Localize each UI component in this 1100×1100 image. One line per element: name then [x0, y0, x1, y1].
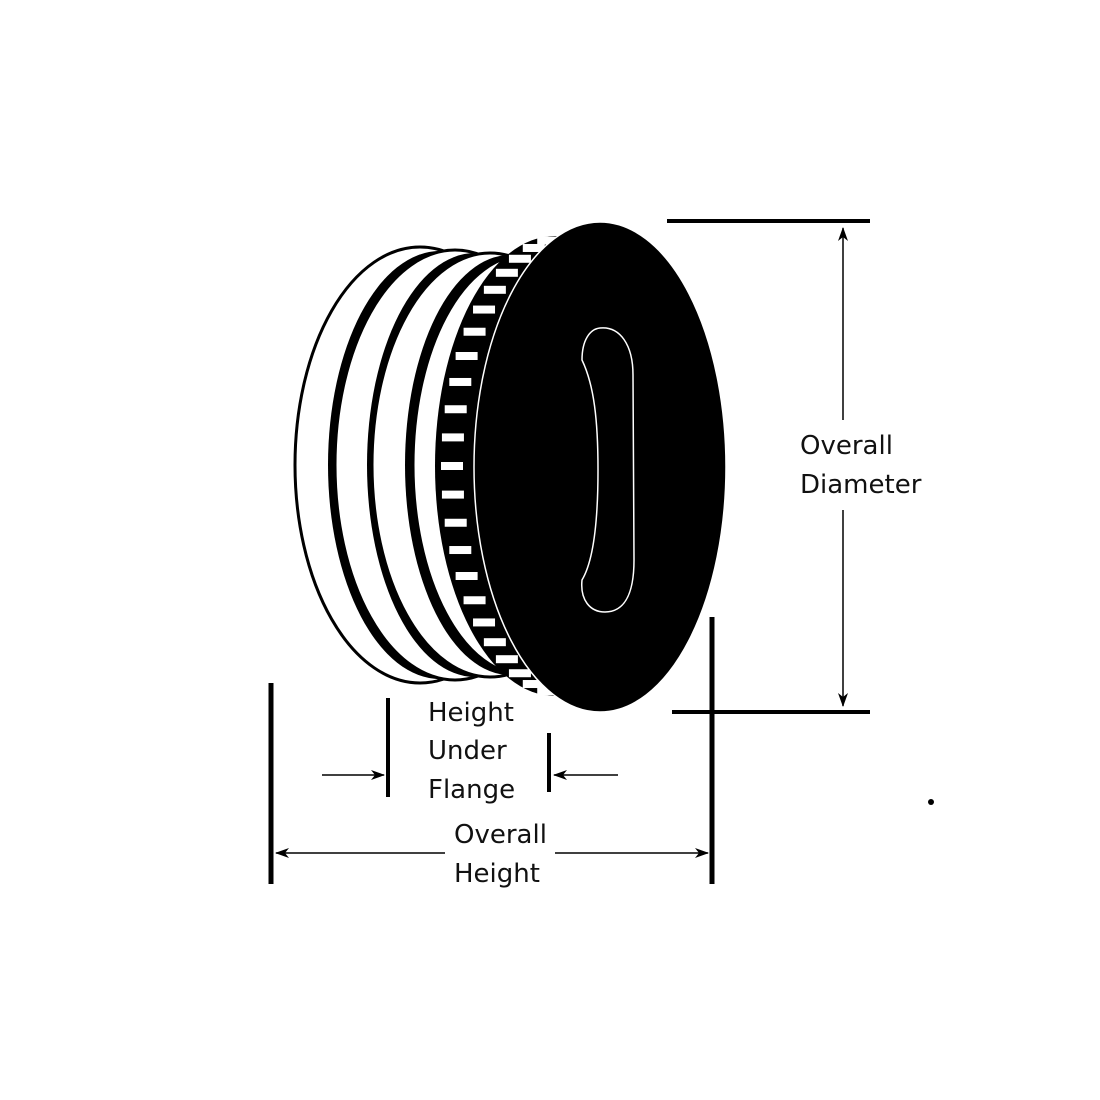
rib-mark [495, 268, 518, 277]
rib-mark [537, 236, 560, 245]
rib-mark [449, 377, 472, 386]
rib-mark [483, 285, 506, 294]
rib-mark [444, 405, 467, 414]
rib-mark [522, 680, 545, 689]
rib-mark [441, 462, 463, 470]
rib-mark [463, 327, 486, 336]
rib-mark [537, 687, 560, 696]
rib-mark [455, 352, 478, 361]
rib-mark [473, 305, 496, 314]
height-under-flange-dimension: Height Under Flange [322, 698, 618, 805]
height-under-flange-label-line2: Under [428, 736, 507, 766]
overall-diameter-label-line1: Overall [800, 431, 893, 461]
rib-mark [441, 490, 464, 499]
stray-dot [928, 799, 934, 805]
rib-mark [444, 518, 467, 527]
rib-mark [455, 571, 478, 580]
slot-outline [581, 327, 635, 613]
rib-marks [441, 236, 560, 696]
rib-mark [463, 596, 486, 605]
rib-mark [522, 243, 545, 252]
overall-height-dimension: Overall Height [268, 617, 715, 889]
flange-face [473, 221, 727, 713]
height-under-flange-label-line3: Flange [428, 775, 515, 805]
overall-diameter-label-line2: Diameter [800, 470, 922, 500]
overall-diameter-dimension: Overall Diameter [667, 219, 922, 714]
overall-height-label-line2: Height [454, 859, 540, 889]
overall-height-label-line1: Overall [454, 820, 547, 850]
rib-mark [473, 618, 496, 627]
rib-mark [508, 254, 531, 263]
rib-mark [449, 546, 472, 555]
rib-mark [483, 638, 506, 647]
height-under-flange-label-line1: Height [428, 698, 514, 728]
rib-mark [441, 433, 464, 442]
hole-plug-illustration [293, 221, 727, 713]
rib-mark [495, 655, 518, 664]
rib-mark [508, 669, 531, 678]
